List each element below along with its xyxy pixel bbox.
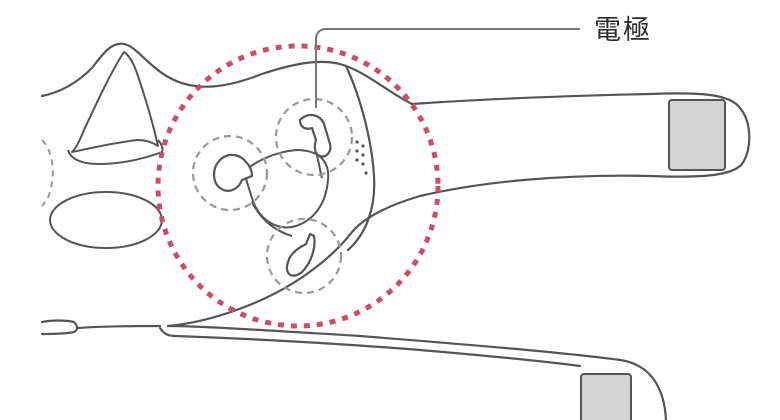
mouth-opening xyxy=(49,191,163,249)
detail-ring-top xyxy=(274,97,354,177)
detail-ring-left xyxy=(191,134,269,212)
upper-strap-pad xyxy=(668,99,726,171)
electrode-callout-label: 電極 xyxy=(594,15,652,46)
electrodes xyxy=(212,114,332,277)
electrode-left xyxy=(212,153,254,192)
electrode-bottom xyxy=(285,232,316,277)
lower-center-edge xyxy=(76,324,162,330)
electrode-top xyxy=(298,114,332,158)
mask-inner-contour xyxy=(344,64,376,252)
lower-left-edge xyxy=(40,319,79,336)
callout-leader-line xyxy=(315,28,580,108)
nose-opening xyxy=(67,51,164,165)
mask-lower-body xyxy=(40,319,668,420)
detail-rings xyxy=(191,97,354,295)
lower-strap-outline xyxy=(166,324,668,420)
lower-strap-pad xyxy=(580,373,632,420)
mask-top-outline xyxy=(40,42,751,328)
mask-upper-body xyxy=(40,42,751,328)
lower-strap-under-edge xyxy=(158,326,582,368)
electrode-highlight-ring xyxy=(155,43,441,329)
nose-bottom-rim xyxy=(67,139,164,165)
detail-ring-bottom xyxy=(265,217,343,295)
left-edge-detail-ring xyxy=(41,139,54,207)
perforation-dots xyxy=(355,140,368,175)
